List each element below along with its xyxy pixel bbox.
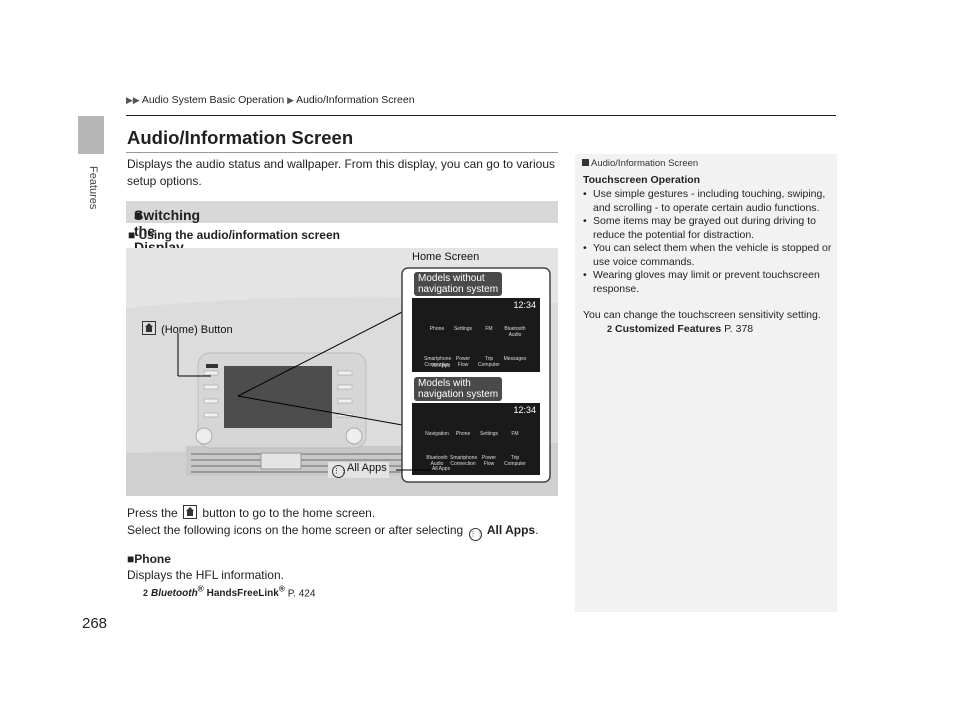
note-marker-icon [582,159,589,166]
app-tile[interactable]: Bluetooth Audio [504,326,526,338]
home-button-label: (Home) Button [140,321,233,336]
callout-line: Models with [418,378,471,389]
screen-all-apps[interactable]: All Apps [432,466,451,472]
app-tile[interactable]: Messages [503,356,527,362]
chapter-label: Features [87,166,99,210]
all-apps-label: ⋮⋮All Apps [328,462,389,478]
home-icon [183,505,198,519]
sidebar-header: Audio/Information Screen [582,158,698,169]
chapter-tab [78,116,104,154]
app-tile[interactable]: Trip Computer [478,356,500,368]
page-number: 268 [82,615,108,632]
press-text: Select the following icons on the home s… [127,523,464,537]
callout-line: Models without [418,273,485,284]
home-screen-label: Home Screen [412,251,480,263]
breadcrumb: ▶▶Audio System Basic Operation ▶Audio/In… [126,94,415,106]
subheading-square-icon: ■ [128,228,136,242]
ref-bluetooth: Bluetooth [151,588,198,600]
ref-reg: ® [278,584,285,594]
list-item: You can select them when the vehicle is … [583,242,833,269]
sidebar-paragraph: You can change the touchscreen sensitivi… [583,309,821,321]
breadcrumb-item[interactable]: Audio System Basic Operation [141,94,285,106]
app-tile[interactable]: Settings [453,326,473,332]
page-title: Audio/Information Screen [127,127,354,148]
phone-square-icon: ■ [127,552,135,566]
section-heading: ■Switching the Display [126,201,558,255]
header-rule [126,115,836,116]
app-tile[interactable]: Trip Computer [504,455,526,467]
ref-reg: ® [197,584,204,594]
app-tile[interactable]: Smartphone Connection [424,356,452,368]
phone-heading: ■Phone [127,552,171,566]
all-apps-text: All Apps [347,462,387,474]
breadcrumb-arrow-icon: ▶▶ [126,95,140,105]
app-tile[interactable]: Navigation [425,431,449,437]
press-text: button to go to the home screen. [202,506,376,520]
phone-heading-text: Phone [134,552,171,566]
app-tile[interactable]: FM [485,326,493,332]
app-tile[interactable]: Phone [429,326,445,332]
app-tile[interactable]: FM [511,431,519,437]
app-tile[interactable]: Settings [479,431,499,437]
dashboard-figure: Home Screen (Home) Button Models without… [126,248,558,496]
list-item: Use simple gestures - including touching… [583,188,833,215]
sidebar-note: Audio/Information Screen Touchscreen Ope… [575,154,837,612]
title-rule [126,152,558,153]
phone-description: Displays the HFL information. [127,568,284,582]
sidebar-header-text: Audio/Information Screen [591,158,699,169]
all-apps-icon: ⋮⋮ [332,465,347,478]
subheading-text: Using the audio/information screen [138,228,340,242]
app-tile[interactable]: Smartphone Connection [450,455,478,467]
all-apps-icon: ⋮⋮ [468,528,484,541]
ref-hfl: HandsFreeLink [203,588,279,600]
app-tile[interactable]: Power Flow [455,356,471,368]
ref-title: Customized Features [615,323,722,335]
clock: 12:34 [513,405,536,415]
ref-page: P. 424 [284,588,316,600]
home-button-text: (Home) Button [161,324,233,336]
sidebar-bullets: Use simple gestures - including touching… [583,188,833,296]
app-grid: Phone Settings FM Bluetooth Audio Smartp… [424,314,532,368]
press-text: Press the [127,506,178,520]
all-apps-bold: All Apps [486,523,536,537]
app-tile[interactable]: Power Flow [481,455,497,467]
list-item: Wearing gloves may limit or prevent touc… [583,269,833,296]
app-grid: Navigation Phone Settings FM Bluetooth A… [424,419,532,467]
breadcrumb-arrow-icon: ▶ [287,95,295,105]
ref-page: P. 378 [721,323,754,335]
reference-arrow-icon: 2 [143,588,149,599]
clock: 12:34 [513,300,536,310]
home-screen-with-nav: 12:34 Navigation Phone Settings FM Bluet… [414,405,538,473]
callout-line: navigation system [418,389,499,400]
screen-all-apps[interactable]: All Apps [432,363,451,369]
reference-arrow-icon: 2 [607,324,613,334]
callout-line: navigation system [418,284,499,295]
section-square-icon: ■ [134,207,143,223]
subheading: ■ Using the audio/information screen [128,228,340,242]
home-screen-no-nav: 12:34 Phone Settings FM Bluetooth Audio … [414,300,538,370]
app-tile[interactable]: Bluetooth Audio [426,455,448,467]
list-item: Some items may be grayed out during driv… [583,215,833,242]
home-icon [142,321,156,335]
breadcrumb-item[interactable]: Audio/Information Screen [296,94,415,106]
app-tile[interactable]: Phone [455,431,471,437]
press-instructions: Press the button to go to the home scree… [127,505,567,541]
sidebar-subheading: Touchscreen Operation [583,174,701,186]
intro-text: Displays the audio status and wallpaper.… [127,157,556,188]
